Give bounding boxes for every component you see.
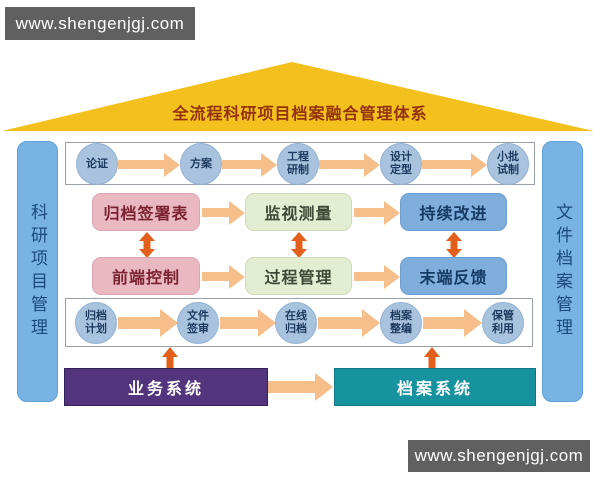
right-pillar-document-archive-management: 文件档案管理	[542, 141, 583, 402]
bottom-flow-step-custody-utilization: 保管 利用	[482, 302, 524, 344]
step-label: 保管	[492, 309, 514, 323]
step-label: 小批	[497, 150, 519, 164]
step-label: 档案	[390, 309, 412, 323]
box-archive-signing-form: 归档签署表	[92, 193, 200, 231]
archive-system-box: 档案系统	[334, 368, 536, 406]
step-label: 利用	[492, 322, 514, 335]
step-label: 设计	[390, 150, 412, 164]
double-arrow-vertical-icon	[291, 232, 307, 258]
box-back-end-feedback: 末端反馈	[400, 257, 507, 295]
top-flow-step-design-finalization: 设计 定型	[380, 143, 422, 185]
top-flow-container: 论证 方案 工程 研制 设计 定型 小批 试制	[65, 142, 535, 185]
arrow-right-icon	[202, 272, 229, 281]
arrow-up-icon	[162, 347, 178, 368]
step-label: 归档	[285, 322, 307, 335]
watermark-bottom-right: www.shengenjgj.com	[408, 440, 590, 472]
box-process-management: 过程管理	[245, 257, 352, 295]
step-label: 定型	[390, 163, 412, 176]
arrow-up-icon	[424, 347, 440, 368]
arrow-right-icon	[268, 381, 315, 393]
step-label: 计划	[85, 322, 107, 335]
diagram-title: 全流程科研项目档案融合管理体系	[172, 104, 428, 123]
step-label: 文件	[187, 309, 209, 323]
step-label: 研制	[287, 163, 309, 176]
step-label: 工程	[287, 150, 309, 164]
step-label: 签审	[187, 322, 209, 335]
bottom-flow-step-document-signing-review: 文件 签审	[177, 302, 219, 344]
step-label: 方案	[190, 156, 212, 170]
step-label: 整编	[390, 322, 412, 335]
arrow-right-icon	[319, 160, 364, 169]
box-front-end-control: 前端控制	[92, 257, 200, 295]
bottom-flow-step-archive-reorganization: 档案 整编	[380, 302, 422, 344]
bottom-flow-step-online-archiving: 在线 归档	[275, 302, 317, 344]
arrow-right-icon	[118, 160, 164, 169]
step-label: 试制	[497, 163, 519, 176]
arrow-right-icon	[354, 208, 384, 217]
top-flow-step-engineering-development: 工程 研制	[277, 143, 319, 185]
top-flow-step-small-batch-trial: 小批 试制	[487, 143, 529, 185]
double-arrow-vertical-icon	[446, 232, 462, 258]
arrow-right-icon	[118, 317, 160, 329]
watermark-top-left: www.shengenjgj.com	[5, 7, 195, 40]
top-flow-step-demonstration: 论证	[76, 143, 118, 185]
business-system-box: 业务系统	[64, 368, 268, 406]
left-pillar-research-project-management: 科研项目管理	[17, 141, 58, 402]
step-label: 归档	[85, 309, 107, 323]
top-flow-step-plan: 方案	[180, 143, 222, 185]
arrow-right-icon	[222, 160, 261, 169]
step-label: 论证	[86, 156, 108, 170]
bottom-flow-step-archive-plan: 归档 计划	[75, 302, 117, 344]
box-monitoring-measurement: 监视测量	[245, 193, 352, 231]
arrow-right-icon	[423, 317, 464, 329]
arrow-right-icon	[220, 317, 258, 329]
double-arrow-vertical-icon	[139, 232, 155, 258]
box-continuous-improvement: 持续改进	[400, 193, 507, 231]
arrow-right-icon	[202, 208, 229, 217]
bottom-flow-container: 归档 计划 文件 签审 在线 归档 档案 整编 保管 利用	[65, 298, 533, 347]
arrow-right-icon	[422, 160, 471, 169]
step-label: 在线	[285, 309, 307, 323]
arrow-right-icon	[318, 317, 362, 329]
arrow-right-icon	[354, 272, 384, 281]
